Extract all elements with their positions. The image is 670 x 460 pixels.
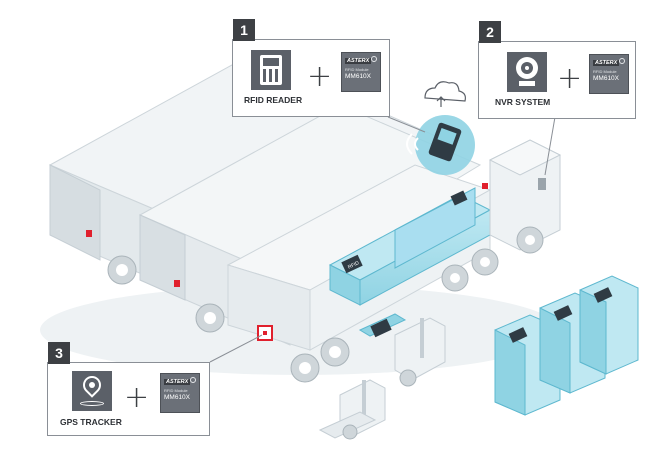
rfid-module-chip: ASTERX RFID Module MM610X	[160, 373, 200, 413]
pallet-rfid-tag	[341, 254, 363, 274]
leader-line-3	[209, 334, 263, 363]
cargo-pallets: RFID	[328, 187, 492, 306]
chip-subtitle: RFID Module	[164, 388, 188, 393]
callout-rfid-reader: 1 RFID READER + ASTERX RFID Module MM610…	[232, 19, 390, 117]
device-label: NVR SYSTEM	[495, 97, 551, 107]
warehouse-racks	[494, 275, 639, 416]
rfid-reader-icon	[251, 50, 291, 90]
cloud-upload-icon	[424, 81, 466, 107]
red-tag	[174, 280, 180, 287]
plus-sign: +	[307, 59, 333, 94]
chip-brand: ASTERX	[593, 60, 620, 66]
chip-subtitle: RFID Module	[345, 67, 369, 72]
leader-line-2	[544, 116, 556, 176]
callout-nvr-system: 2 NVR SYSTEM + ASTERX RFID Module MM610X	[478, 21, 636, 119]
chip-model: MM610X	[593, 75, 620, 82]
security-camera-icon	[507, 52, 547, 92]
chip-orientation-dot	[371, 56, 377, 62]
plus-sign: +	[124, 380, 150, 415]
plus-sign: +	[557, 61, 583, 96]
chip-brand: ASTERX	[345, 58, 372, 64]
callout-gps-tracker: 3 GPS TRACKER + ASTERX RFID Module MM610…	[47, 342, 210, 436]
callout-number-badge: 1	[233, 19, 255, 41]
device-label: RFID READER	[244, 95, 303, 105]
red-tag	[86, 230, 92, 237]
forklift-icon	[318, 379, 386, 440]
leader-line-1b	[387, 116, 426, 133]
truck-cab	[482, 139, 562, 254]
chip-model: MM610X	[164, 394, 191, 401]
callout-number-badge: 2	[479, 21, 501, 43]
forklift-icon	[358, 313, 446, 387]
chip-orientation-dot	[190, 377, 196, 383]
pallet-tag-text: RFID	[347, 260, 360, 271]
rfid-module-chip: ASTERX RFID Module MM610X	[589, 54, 629, 94]
chip-subtitle: RFID Module	[593, 69, 617, 74]
chip-brand: ASTERX	[164, 379, 191, 385]
chip-orientation-dot	[619, 58, 625, 64]
handheld-scanner-icon	[406, 115, 475, 175]
location-pin-icon	[72, 371, 112, 411]
chip-model: MM610X	[345, 73, 372, 80]
device-label: GPS TRACKER	[60, 417, 122, 427]
callout-number-badge: 3	[48, 342, 70, 364]
rfid-module-chip: ASTERX RFID Module MM610X	[341, 52, 381, 92]
